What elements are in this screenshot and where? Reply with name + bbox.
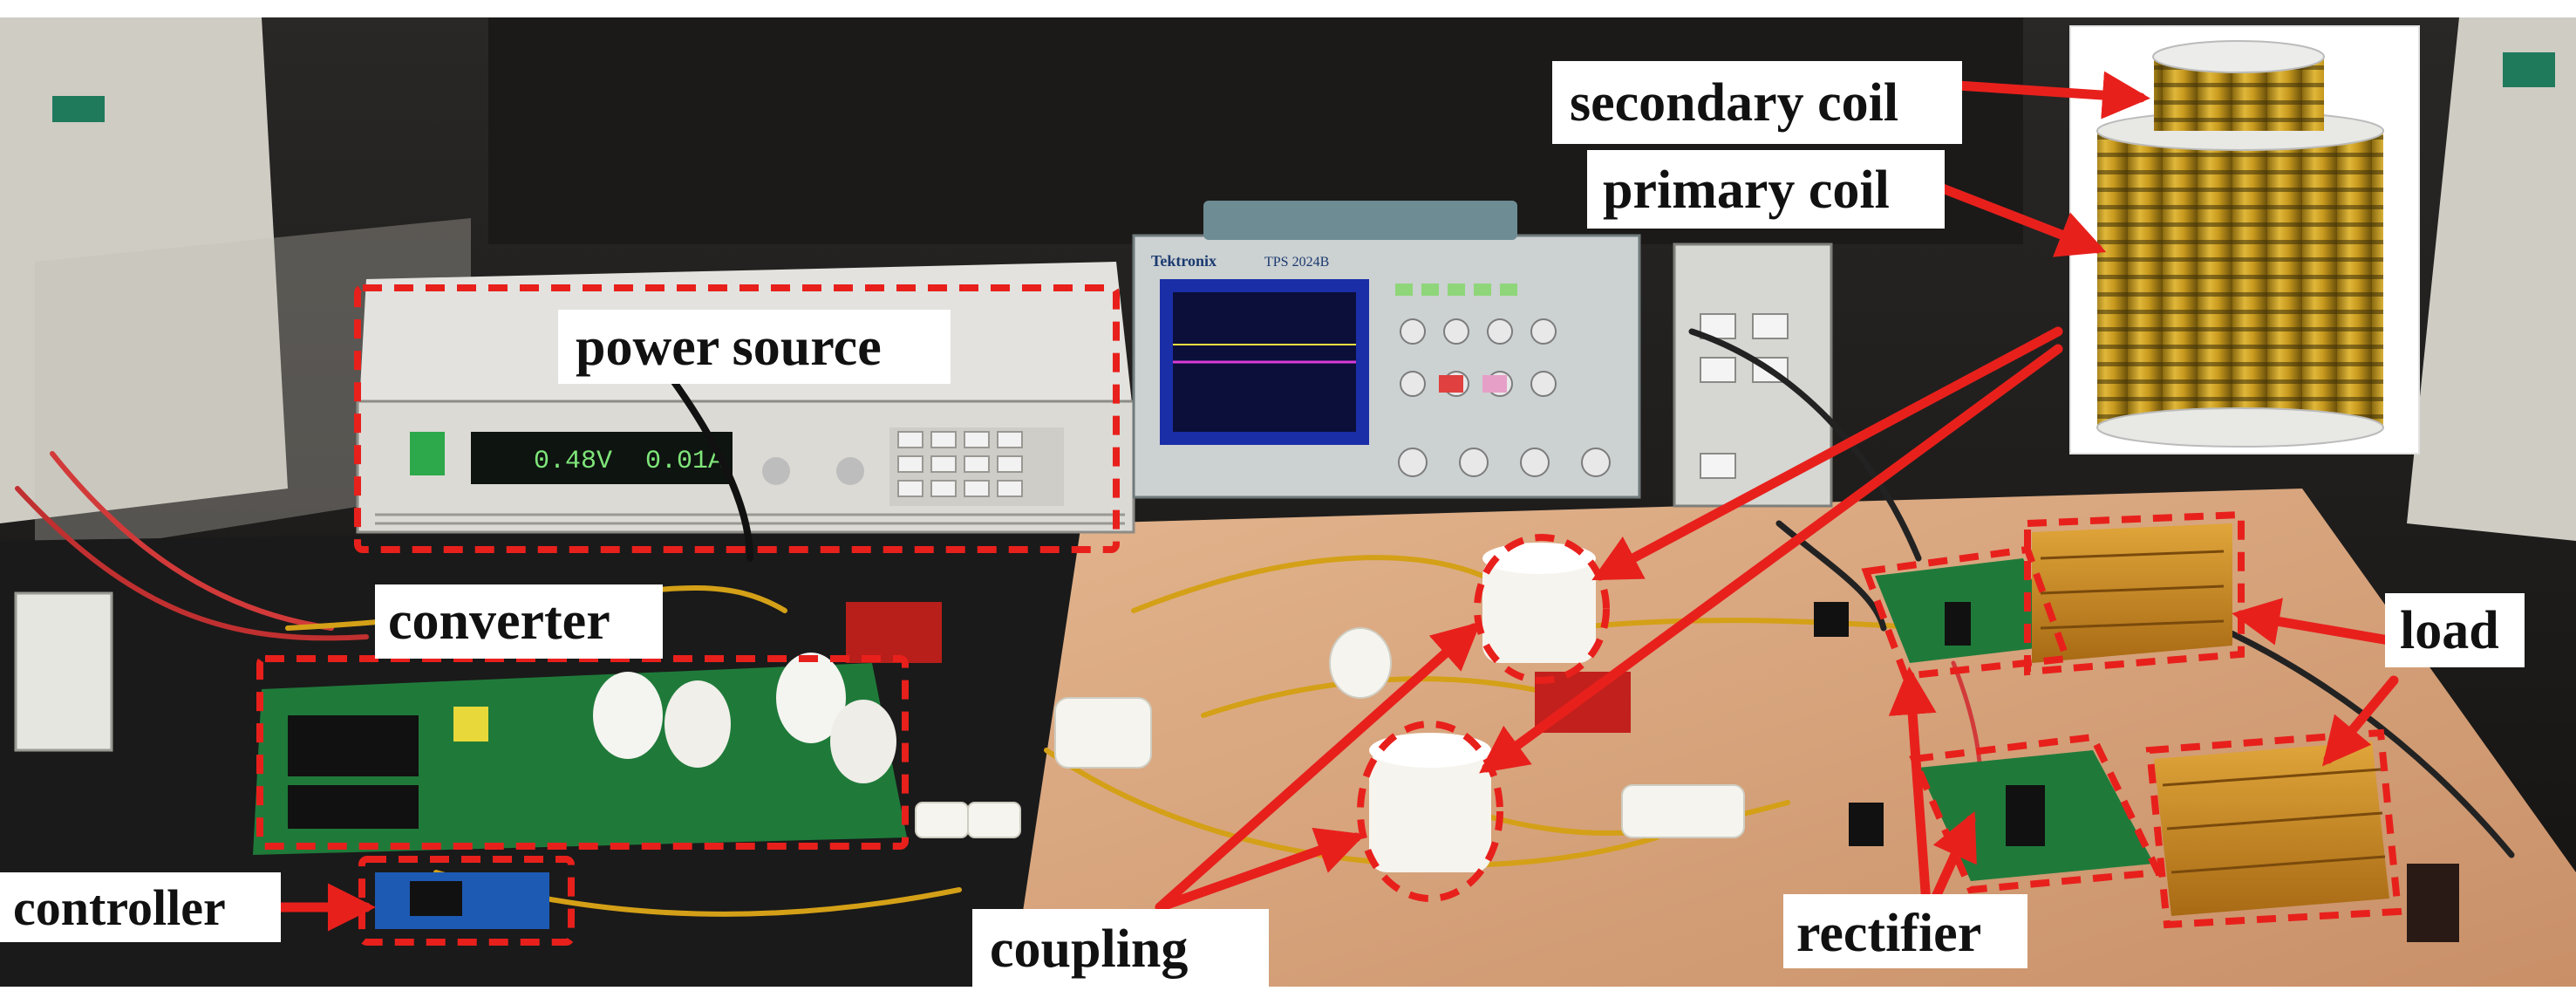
psu-power-switch [410, 432, 445, 475]
primary-coil-label: primary coil [1603, 161, 1890, 220]
scope-model-label: TPS 2024B [1264, 255, 1329, 270]
red-arrow-icon [1479, 344, 2063, 774]
power-supply-unit: 0.48V 0.01A [356, 262, 1135, 534]
coupling-lower-box [1357, 721, 1503, 902]
controller-label: controller [13, 879, 226, 936]
controller-board [375, 872, 549, 929]
left-cabinet [0, 17, 288, 523]
annotation-arrows [272, 71, 2399, 932]
red-arrow-icon [1952, 71, 2150, 120]
toggle-switch [2407, 864, 2459, 942]
primary-coil-drawing [2097, 131, 2383, 427]
load-lower-box [2145, 728, 2402, 929]
red-arrow-icon [2232, 598, 2399, 646]
red-arrow-icon [1155, 827, 1366, 912]
converter-board [253, 653, 907, 855]
converter-label: converter [388, 591, 610, 651]
coupling-upper-box [1474, 534, 1610, 684]
power-source-label: power source [576, 318, 882, 377]
rectifier-label: rectifier [1796, 904, 1981, 963]
scope-brand-label: Tektronix [1151, 252, 1216, 270]
red-block-2 [846, 602, 942, 663]
rectifier-boards [1814, 558, 2154, 881]
red-arrow-icon [2321, 675, 2399, 767]
red-arrow-icon [1155, 621, 1482, 912]
right-cabinet [2407, 17, 2576, 541]
controller-box [358, 856, 575, 946]
power-source-box [354, 284, 1120, 553]
circuit-breaker [14, 591, 113, 752]
red-arrow-icon [1591, 326, 2063, 581]
capacitors [915, 627, 1745, 838]
coil-inset [2069, 25, 2420, 454]
load-resistors [2032, 523, 2389, 916]
rectifier-upper-box [1861, 545, 2072, 680]
psu-display [471, 432, 733, 484]
psu-voltage-readout: 0.48V [534, 447, 612, 476]
text-labels: secondary coil primary coil power source… [0, 61, 2525, 987]
red-arrow-icon [1888, 666, 1937, 921]
oscilloscope: Tektronix TPS 2024B [1132, 201, 1641, 499]
load-label: load [2400, 601, 2499, 660]
load-upper-box [2024, 510, 2245, 676]
coupling-cores [1369, 543, 1596, 872]
coupling-label: coupling [990, 919, 1188, 979]
psu-current-readout: 0.01A [645, 447, 724, 476]
secondary-coil-label: secondary coil [1570, 73, 1898, 133]
red-arrow-icon [1935, 182, 2107, 257]
